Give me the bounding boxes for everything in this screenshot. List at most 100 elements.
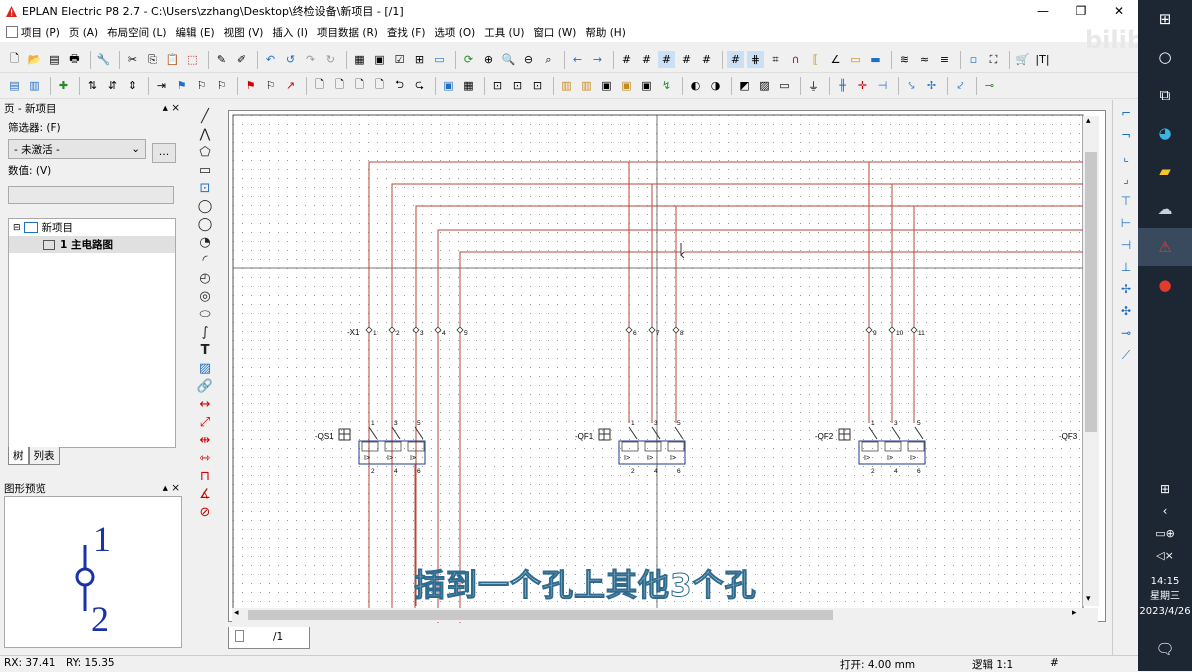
text-tool-icon[interactable]: T xyxy=(200,342,210,358)
tree-root[interactable]: ⊟ 新项目 xyxy=(13,222,74,234)
menu-options[interactable]: 选项 (O) xyxy=(434,26,476,39)
tray-volume-icon[interactable]: ◁× xyxy=(1156,548,1174,562)
image-tool-icon[interactable]: ▨ xyxy=(198,360,212,376)
close-button[interactable]: ✕ xyxy=(1113,4,1125,18)
page-setup-icon[interactable]: ▤ xyxy=(49,53,60,66)
flag-2-icon[interactable]: ⚐ xyxy=(196,79,207,92)
grid-d-icon[interactable]: # xyxy=(681,53,692,66)
corner-3-icon[interactable]: ⌞ xyxy=(1123,150,1129,164)
line-tool-icon[interactable]: ╱ xyxy=(201,108,209,124)
menu-insert[interactable]: 插入 (I) xyxy=(272,26,309,39)
snap-grid-icon[interactable]: # xyxy=(727,51,744,68)
tray-chevron-icon[interactable]: ‹ xyxy=(1162,504,1168,518)
mirror-1-icon[interactable]: ◐ xyxy=(690,79,701,92)
zoom-100-icon[interactable]: ⌕ xyxy=(545,52,552,66)
device-10-icon[interactable]: ▣ xyxy=(641,79,652,92)
dimension-5-icon[interactable]: ⊓ xyxy=(199,468,211,484)
paste-icon[interactable]: 📋 xyxy=(165,53,180,66)
arc-tool-icon[interactable]: ◔ xyxy=(199,234,211,250)
diagonal-icon[interactable]: ⟋ xyxy=(1121,347,1131,362)
menu-tools[interactable]: 工具 (U) xyxy=(484,26,525,39)
grid-b-icon[interactable]: # xyxy=(641,53,652,66)
undo-list-icon[interactable]: ↺ xyxy=(285,53,296,66)
tee-4-icon[interactable]: ⊥ xyxy=(1120,260,1132,274)
device-11-icon[interactable]: ↯ xyxy=(661,79,672,92)
app-icon[interactable]: ☁ xyxy=(1157,200,1173,218)
vertical-scroll-thumb[interactable] xyxy=(1085,152,1097,432)
ground-icon[interactable]: ⏚ xyxy=(808,79,819,93)
image-frame-tool-icon[interactable]: ⊡ xyxy=(199,180,211,196)
corner-1-icon[interactable]: ⌐ xyxy=(1120,106,1132,120)
device-4-icon[interactable]: ⊡ xyxy=(512,79,523,92)
circle-3pt-tool-icon[interactable]: ◯ xyxy=(197,216,213,232)
hatch-1-icon[interactable]: ◩ xyxy=(739,79,750,92)
hyperlink-tool-icon[interactable]: 🔗 xyxy=(196,378,214,394)
doc-5-icon[interactable]: ⮌ xyxy=(395,78,404,91)
task-view-icon[interactable]: ⧉ xyxy=(1159,86,1171,104)
scroll-up-icon[interactable]: ▴ xyxy=(1086,116,1091,126)
cart-icon[interactable]: 🛒 xyxy=(1015,53,1030,66)
menu-view[interactable]: 视图 (V) xyxy=(223,26,264,39)
doc-6-icon[interactable]: ⮎ xyxy=(415,78,424,91)
device-8-icon[interactable]: ▣ xyxy=(601,79,612,92)
menu-help[interactable]: 帮助 (H) xyxy=(585,26,626,39)
panel-pin-close-icon[interactable]: ▴ × xyxy=(162,102,180,114)
dimension-2-icon[interactable]: ⤢ xyxy=(199,414,211,430)
zoom-window-icon[interactable]: ⊕ xyxy=(483,53,494,66)
vertical-scrollbar[interactable]: ▴ ▾ xyxy=(1083,116,1099,606)
print-icon[interactable]: 🖶 xyxy=(69,52,80,65)
spiral-tool-icon[interactable]: ◎ xyxy=(199,288,211,304)
cut-icon[interactable]: ✂ xyxy=(127,53,138,66)
tray-network-icon[interactable]: ▭⊕ xyxy=(1155,526,1175,540)
flag-4-icon[interactable]: ⚑ xyxy=(245,79,256,92)
select-area-icon[interactable]: ⬚ xyxy=(187,53,198,66)
zoom-out-icon[interactable]: ⊖ xyxy=(523,53,534,66)
potential-1-icon[interactable]: ╫ xyxy=(839,79,846,92)
menu-page[interactable]: 页 (A) xyxy=(68,26,99,39)
scroll-left-icon[interactable]: ◂ xyxy=(234,608,239,618)
device-7-icon[interactable]: ▥ xyxy=(581,79,592,92)
copy-icon[interactable]: ⎘ xyxy=(148,52,157,66)
doc-4-icon[interactable]: 🗋 xyxy=(375,78,384,91)
tee-3-icon[interactable]: ⊣ xyxy=(1120,238,1132,252)
scroll-down-icon[interactable]: ▾ xyxy=(1086,594,1091,604)
scroll-right-icon[interactable]: ▸ xyxy=(1072,608,1077,618)
connector-1-icon[interactable]: ⇅ xyxy=(87,79,98,92)
minimize-button[interactable]: — xyxy=(1037,4,1049,18)
refresh-icon[interactable]: ⟳ xyxy=(463,53,474,66)
grid-e-icon[interactable]: # xyxy=(701,53,712,66)
undo-icon[interactable]: ↶ xyxy=(265,53,276,66)
radius-dim-icon[interactable]: ⊘ xyxy=(199,504,211,520)
sector-tool-icon[interactable]: ◴ xyxy=(199,270,211,286)
menu-project[interactable]: 项目 (P) xyxy=(6,25,60,40)
pen-icon[interactable]: ✎ xyxy=(216,53,227,66)
snap-object-icon[interactable]: ⋕ xyxy=(747,51,764,68)
page-nav-2-icon[interactable]: ▥ xyxy=(29,79,40,92)
mirror-2-icon[interactable]: ◑ xyxy=(710,79,721,92)
cross-2-icon[interactable]: ✣ xyxy=(1120,304,1132,318)
doc-3-icon[interactable]: 🗋 xyxy=(355,78,364,91)
dimension-1-icon[interactable]: ↔ xyxy=(199,396,211,412)
grid-c-icon[interactable]: # xyxy=(658,51,675,68)
horizontal-scroll-thumb[interactable] xyxy=(248,610,833,620)
menu-layout-space[interactable]: 布局空间 (L) xyxy=(107,26,167,39)
cross-1-icon[interactable]: ✢ xyxy=(1120,282,1132,296)
value-input[interactable] xyxy=(8,186,174,204)
edge-browser-icon[interactable]: ◕ xyxy=(1158,124,1172,142)
hatch-2-icon[interactable]: ▨ xyxy=(759,79,770,92)
view-4-icon[interactable]: ⊞ xyxy=(414,53,425,66)
dimension-4-icon[interactable]: ⇿ xyxy=(199,450,211,466)
plugin-icon[interactable]: ✚ xyxy=(58,79,69,92)
tab-tree[interactable]: 树 xyxy=(8,447,29,465)
ellipse-tool-icon[interactable]: ⬭ xyxy=(199,306,211,322)
back-icon[interactable]: ← xyxy=(572,53,583,66)
zoom-in-icon[interactable]: 🔍 xyxy=(501,53,516,66)
flag-5-icon[interactable]: ⚐ xyxy=(265,79,276,92)
jump-icon[interactable]: ↗ xyxy=(285,79,296,92)
device-3-icon[interactable]: ⊡ xyxy=(492,79,503,92)
tee-2-icon[interactable]: ⊢ xyxy=(1120,216,1132,230)
polygon-tool-icon[interactable]: ⬠ xyxy=(199,144,211,160)
device-6-icon[interactable]: ▥ xyxy=(561,79,572,92)
tab-list[interactable]: 列表 xyxy=(28,447,60,465)
